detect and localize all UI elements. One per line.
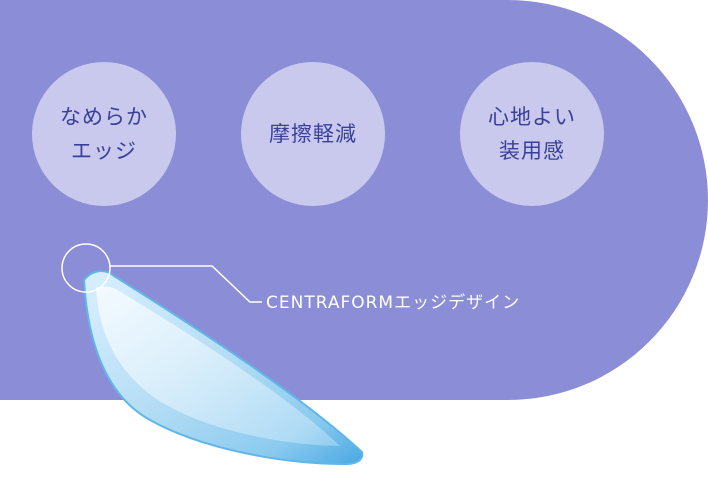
feature-badge-smooth-edge: なめらか エッジ bbox=[32, 62, 176, 206]
callout-leader-line bbox=[110, 265, 262, 303]
edge-highlight-circle bbox=[61, 243, 111, 293]
feature-badge-label: なめらか エッジ bbox=[60, 105, 148, 163]
feature-badge-label: 摩擦軽減 bbox=[269, 122, 357, 146]
feature-badge-label: 心地よい 装用感 bbox=[488, 105, 576, 163]
callout-label: CENTRAFORMエッジデザイン bbox=[266, 293, 521, 313]
feature-badge-comfort: 心地よい 装用感 bbox=[460, 62, 604, 206]
feature-badge-friction-reduction: 摩擦軽減 bbox=[241, 62, 385, 206]
contact-lens-highlight bbox=[96, 286, 340, 446]
